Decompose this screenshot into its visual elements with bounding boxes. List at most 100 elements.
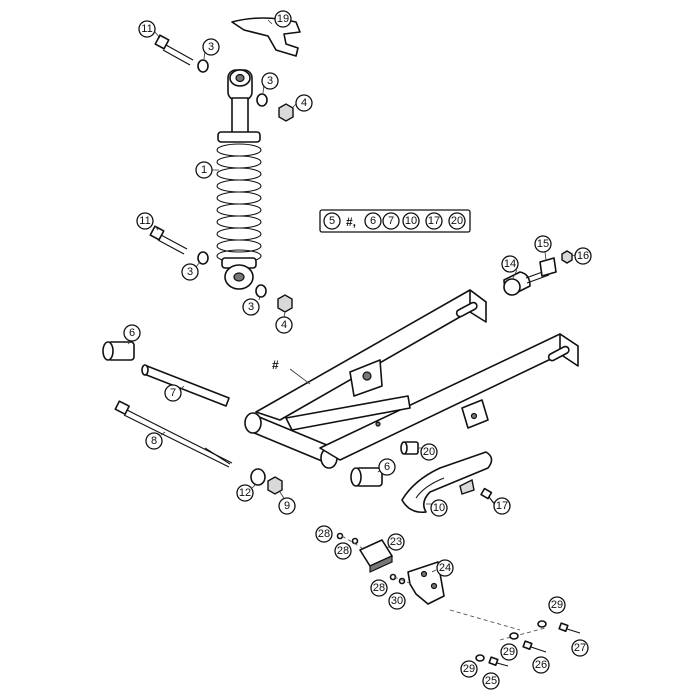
washer-3b <box>256 93 268 107</box>
spacer-tube-7 <box>141 364 230 407</box>
group-first: 5 <box>329 215 335 227</box>
nut-16 <box>561 250 573 264</box>
callout-6b: 6 <box>378 458 396 476</box>
group-member-20: 20 <box>451 215 463 227</box>
callout-23: 23 <box>387 533 405 551</box>
callout-29c: 29 <box>460 660 478 678</box>
washer-3d <box>255 284 267 298</box>
svg-text:17: 17 <box>496 500 508 512</box>
group-member-10: 10 <box>405 215 417 227</box>
callout-29b: 29 <box>500 643 518 661</box>
group-hash: #, <box>346 215 356 229</box>
washer-29a <box>537 620 547 628</box>
screw-28a <box>336 532 344 540</box>
bushing-6-left <box>102 341 135 361</box>
callout-28c: 28 <box>370 579 388 597</box>
callout-7: 7 <box>164 384 182 402</box>
svg-text:28: 28 <box>373 582 385 594</box>
svg-text:12: 12 <box>239 487 251 499</box>
washer-3c <box>197 251 209 265</box>
callout-30: 30 <box>388 592 406 610</box>
svg-text:29: 29 <box>503 646 515 658</box>
svg-text:16: 16 <box>577 250 589 262</box>
callout-4b: 4 <box>275 316 293 334</box>
svg-text:11: 11 <box>139 215 150 227</box>
callout-24: 24 <box>436 559 454 577</box>
washer-29b <box>509 632 519 640</box>
callout-11b: 11 <box>136 212 154 230</box>
callout-6a: 6 <box>123 324 141 342</box>
screw-26 <box>522 640 547 653</box>
svg-text:3: 3 <box>187 266 193 278</box>
callout-16: 16 <box>574 247 592 265</box>
svg-text:14: 14 <box>504 258 516 270</box>
callout-3a: 3 <box>202 38 220 56</box>
group-member-17: 17 <box>428 215 440 227</box>
svg-text:3: 3 <box>208 41 214 53</box>
leader-lines <box>127 19 576 573</box>
bolt-11-top <box>154 34 194 66</box>
svg-text:8: 8 <box>151 435 157 447</box>
screw-25 <box>488 656 509 667</box>
callout-19: 19 <box>274 10 292 28</box>
callout-17: 17 <box>493 497 511 515</box>
swingarm-axle-8 <box>114 400 233 468</box>
group-member-6: 6 <box>370 215 376 227</box>
callout-4a: 4 <box>295 94 313 112</box>
callouts: 1 3 3 3 3 4 4 6 6 7 8 9 10 11 11 12 14 1… <box>123 10 592 690</box>
svg-text:6: 6 <box>129 327 135 339</box>
bushing-6-right <box>350 467 383 487</box>
chain-adjuster-14 <box>503 269 550 296</box>
washer-3a <box>197 59 209 73</box>
bolt-11-lower <box>149 225 188 255</box>
callout-25: 25 <box>482 672 500 690</box>
callout-11a: 11 <box>138 20 156 38</box>
svg-text:28: 28 <box>318 528 330 540</box>
callout-15: 15 <box>534 235 552 253</box>
callout-14: 14 <box>501 255 519 273</box>
washer-12 <box>250 468 266 486</box>
svg-text:27: 27 <box>574 642 586 654</box>
svg-text:23: 23 <box>390 536 402 548</box>
callout-28a: 28 <box>315 525 333 543</box>
swingarm-marker: # <box>272 358 279 372</box>
svg-text:20: 20 <box>423 446 435 458</box>
svg-text:26: 26 <box>535 659 547 671</box>
callout-26: 26 <box>532 656 550 674</box>
svg-text:6: 6 <box>384 461 390 473</box>
svg-text:25: 25 <box>485 675 497 687</box>
group-label-box: 5 #, 6 7 10 17 20 <box>319 209 471 233</box>
svg-text:3: 3 <box>267 75 273 87</box>
svg-text:28: 28 <box>337 545 349 557</box>
svg-text:4: 4 <box>301 97 307 109</box>
svg-text:4: 4 <box>281 319 287 331</box>
svg-text:7: 7 <box>170 387 176 399</box>
callout-27: 27 <box>571 639 589 657</box>
shock-spring <box>216 143 262 263</box>
callout-29a: 29 <box>548 596 566 614</box>
shock-absorber <box>216 69 262 290</box>
sleeve-20 <box>400 441 419 455</box>
callout-3d: 3 <box>242 298 260 316</box>
adjuster-plate-15 <box>539 257 557 277</box>
chain-slider-10 <box>401 451 493 514</box>
screw-28c <box>389 573 397 581</box>
callout-20: 20 <box>420 443 438 461</box>
svg-text:24: 24 <box>439 562 451 574</box>
screw-27 <box>558 622 581 634</box>
callout-8: 8 <box>145 432 163 450</box>
svg-text:1: 1 <box>201 164 207 176</box>
nut-4-top <box>278 103 294 122</box>
callout-12: 12 <box>236 484 254 502</box>
svg-text:29: 29 <box>551 599 563 611</box>
nut-9 <box>267 476 283 495</box>
group-member-7: 7 <box>388 215 394 227</box>
svg-text:10: 10 <box>433 502 445 514</box>
screw-28b <box>351 537 359 545</box>
svg-text:29: 29 <box>463 663 475 675</box>
washer-29c <box>475 654 485 662</box>
svg-text:30: 30 <box>391 595 403 607</box>
callout-3b: 3 <box>261 72 279 90</box>
